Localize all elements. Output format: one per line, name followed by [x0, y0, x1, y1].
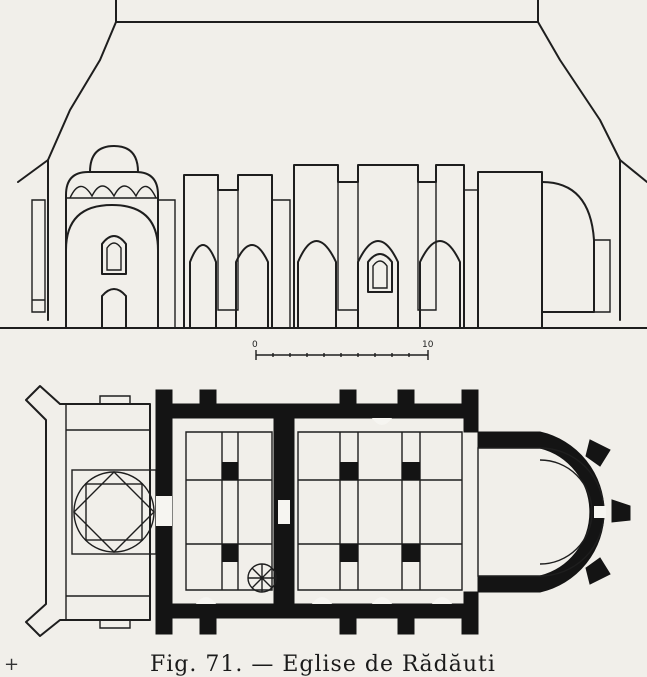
dome-pendentives [69, 185, 157, 199]
section-elevation [0, 0, 647, 360]
narthex-buttress-front [99, 395, 131, 629]
spiral-stair-steps [248, 564, 276, 592]
pronaos-pilaster [217, 190, 239, 311]
dome-square [71, 469, 157, 555]
narthex-window-inner [106, 242, 122, 271]
scale-bar-start-label: 0 [252, 340, 258, 350]
figure-caption: Fig. 71. — Eglise de Rădăuti [150, 652, 496, 677]
naos-arch-2 [357, 240, 399, 329]
pronaos-arch-1 [189, 244, 217, 329]
dome-diamond [73, 471, 155, 553]
pronaos-step [272, 199, 291, 328]
narthex-door [101, 288, 127, 329]
narthex-dome [89, 145, 139, 173]
wall-niches [196, 418, 452, 604]
scale-bar-end-label: 10 [422, 340, 434, 350]
pier [340, 544, 358, 562]
narthex-wall [65, 171, 159, 329]
apse-buttresses [585, 439, 631, 585]
narthex-plan-outline [25, 385, 151, 637]
naos-arch-3 [419, 240, 461, 329]
outer-wall [155, 389, 479, 635]
naos-window-inner [372, 260, 388, 289]
naos-wall [293, 164, 465, 329]
narthex-arch [65, 204, 159, 329]
apse-interior [477, 447, 605, 577]
dome-inner-square [85, 483, 143, 541]
pier [402, 462, 420, 480]
scale-bar-ticks [272, 353, 410, 357]
apse-window [594, 506, 606, 518]
pronaos-arch-2 [235, 244, 269, 329]
apse-synthronon [539, 459, 593, 565]
pier [402, 544, 420, 562]
pronaos-vault-lines [185, 431, 273, 591]
naos-vault-lines [297, 431, 463, 591]
left-buttress [31, 199, 46, 313]
apse-buttress [594, 239, 611, 313]
narthex-window [101, 235, 127, 275]
naos-arch-1 [297, 240, 337, 329]
main-entrance [156, 496, 172, 526]
eave-walls [47, 159, 621, 321]
scale-bar-line [255, 350, 429, 360]
pier [340, 462, 358, 480]
doorway-1 [278, 500, 290, 524]
apse-wall [477, 431, 605, 593]
corner-mark: + [4, 654, 20, 675]
roof-ridge-posts [115, 0, 539, 23]
pier [222, 544, 238, 562]
floor-plan [25, 385, 631, 637]
naos-pilasters [337, 182, 437, 311]
pier [222, 462, 238, 480]
naos-window [367, 253, 393, 293]
roof-left-slope [17, 21, 117, 183]
pronaos-wall [183, 174, 273, 329]
sanctuary-wall [477, 171, 543, 329]
apse-curve [541, 181, 595, 313]
narthex-inner [65, 404, 150, 620]
narthex-step [158, 199, 176, 328]
roof-right-slope [115, 21, 647, 183]
